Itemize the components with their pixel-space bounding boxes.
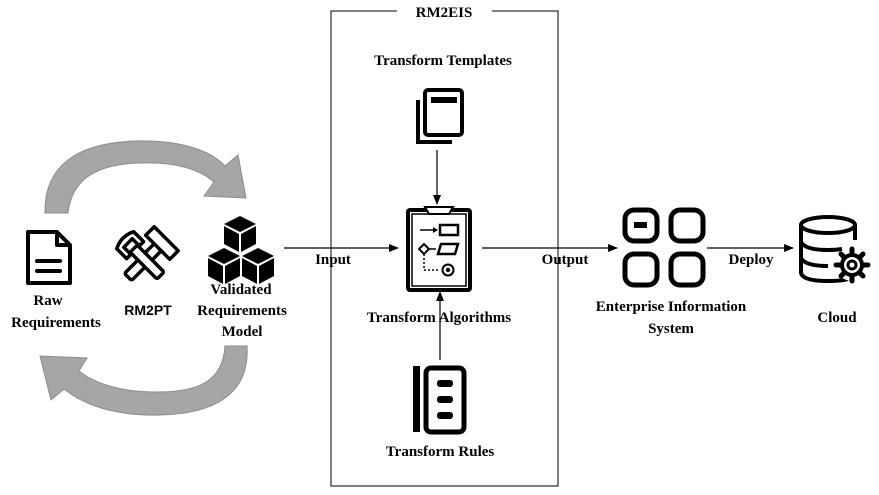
raw-requirements-node: Raw Requirements: [11, 230, 101, 331]
output-edge: Output: [482, 244, 618, 268]
cloud-node: Cloud: [799, 215, 871, 326]
transform-rules-node: Transform Rules: [386, 291, 495, 460]
eis-label-1: Enterprise Information: [596, 299, 747, 315]
gear-icon: [833, 246, 871, 284]
bottom-cycle-arrow: [39, 345, 248, 416]
transform-algorithms-label: Transform Algorithms: [367, 310, 511, 326]
container-title: RM2EIS: [416, 5, 473, 21]
database-gear-icon: [799, 215, 871, 284]
transform-algorithms-node: Transform Algorithms: [367, 206, 511, 326]
validated-model-label-3: Model: [222, 324, 263, 340]
apps-grid-icon: [622, 207, 706, 288]
cubes-icon: [208, 216, 274, 284]
output-label: Output: [542, 252, 589, 268]
rm2pt-label: RM2PT: [124, 302, 172, 318]
eis-label-2: System: [648, 321, 694, 337]
input-label: Input: [315, 252, 351, 268]
top-cycle-arrow: [44, 140, 247, 214]
deploy-label: Deploy: [729, 252, 775, 268]
transform-templates-label: Transform Templates: [374, 53, 512, 69]
tools-icon: [114, 225, 180, 282]
transform-templates-node: Transform Templates: [374, 53, 512, 205]
rm2eis-container: RM2EIS: [330, 5, 559, 487]
cloud-label: Cloud: [817, 310, 857, 326]
validated-model-label-2: Requirements: [197, 303, 287, 319]
deploy-edge: Deploy: [707, 244, 794, 268]
list-icon: [413, 365, 467, 435]
eis-node: Enterprise Information System: [596, 207, 747, 337]
raw-requirements-label-1: Raw: [33, 293, 62, 309]
algorithm-clipboard-icon: [406, 206, 472, 292]
transform-rules-label: Transform Rules: [386, 444, 495, 460]
document-icon: [26, 230, 72, 285]
input-edge: Input: [284, 244, 399, 268]
validated-model-label-1: Validated: [210, 282, 272, 298]
copy-icon: [416, 88, 464, 144]
raw-requirements-label-2: Requirements: [11, 315, 101, 331]
rm2pt-node: RM2PT: [114, 225, 180, 318]
validated-model-node: Validated Requirements Model: [197, 216, 287, 340]
